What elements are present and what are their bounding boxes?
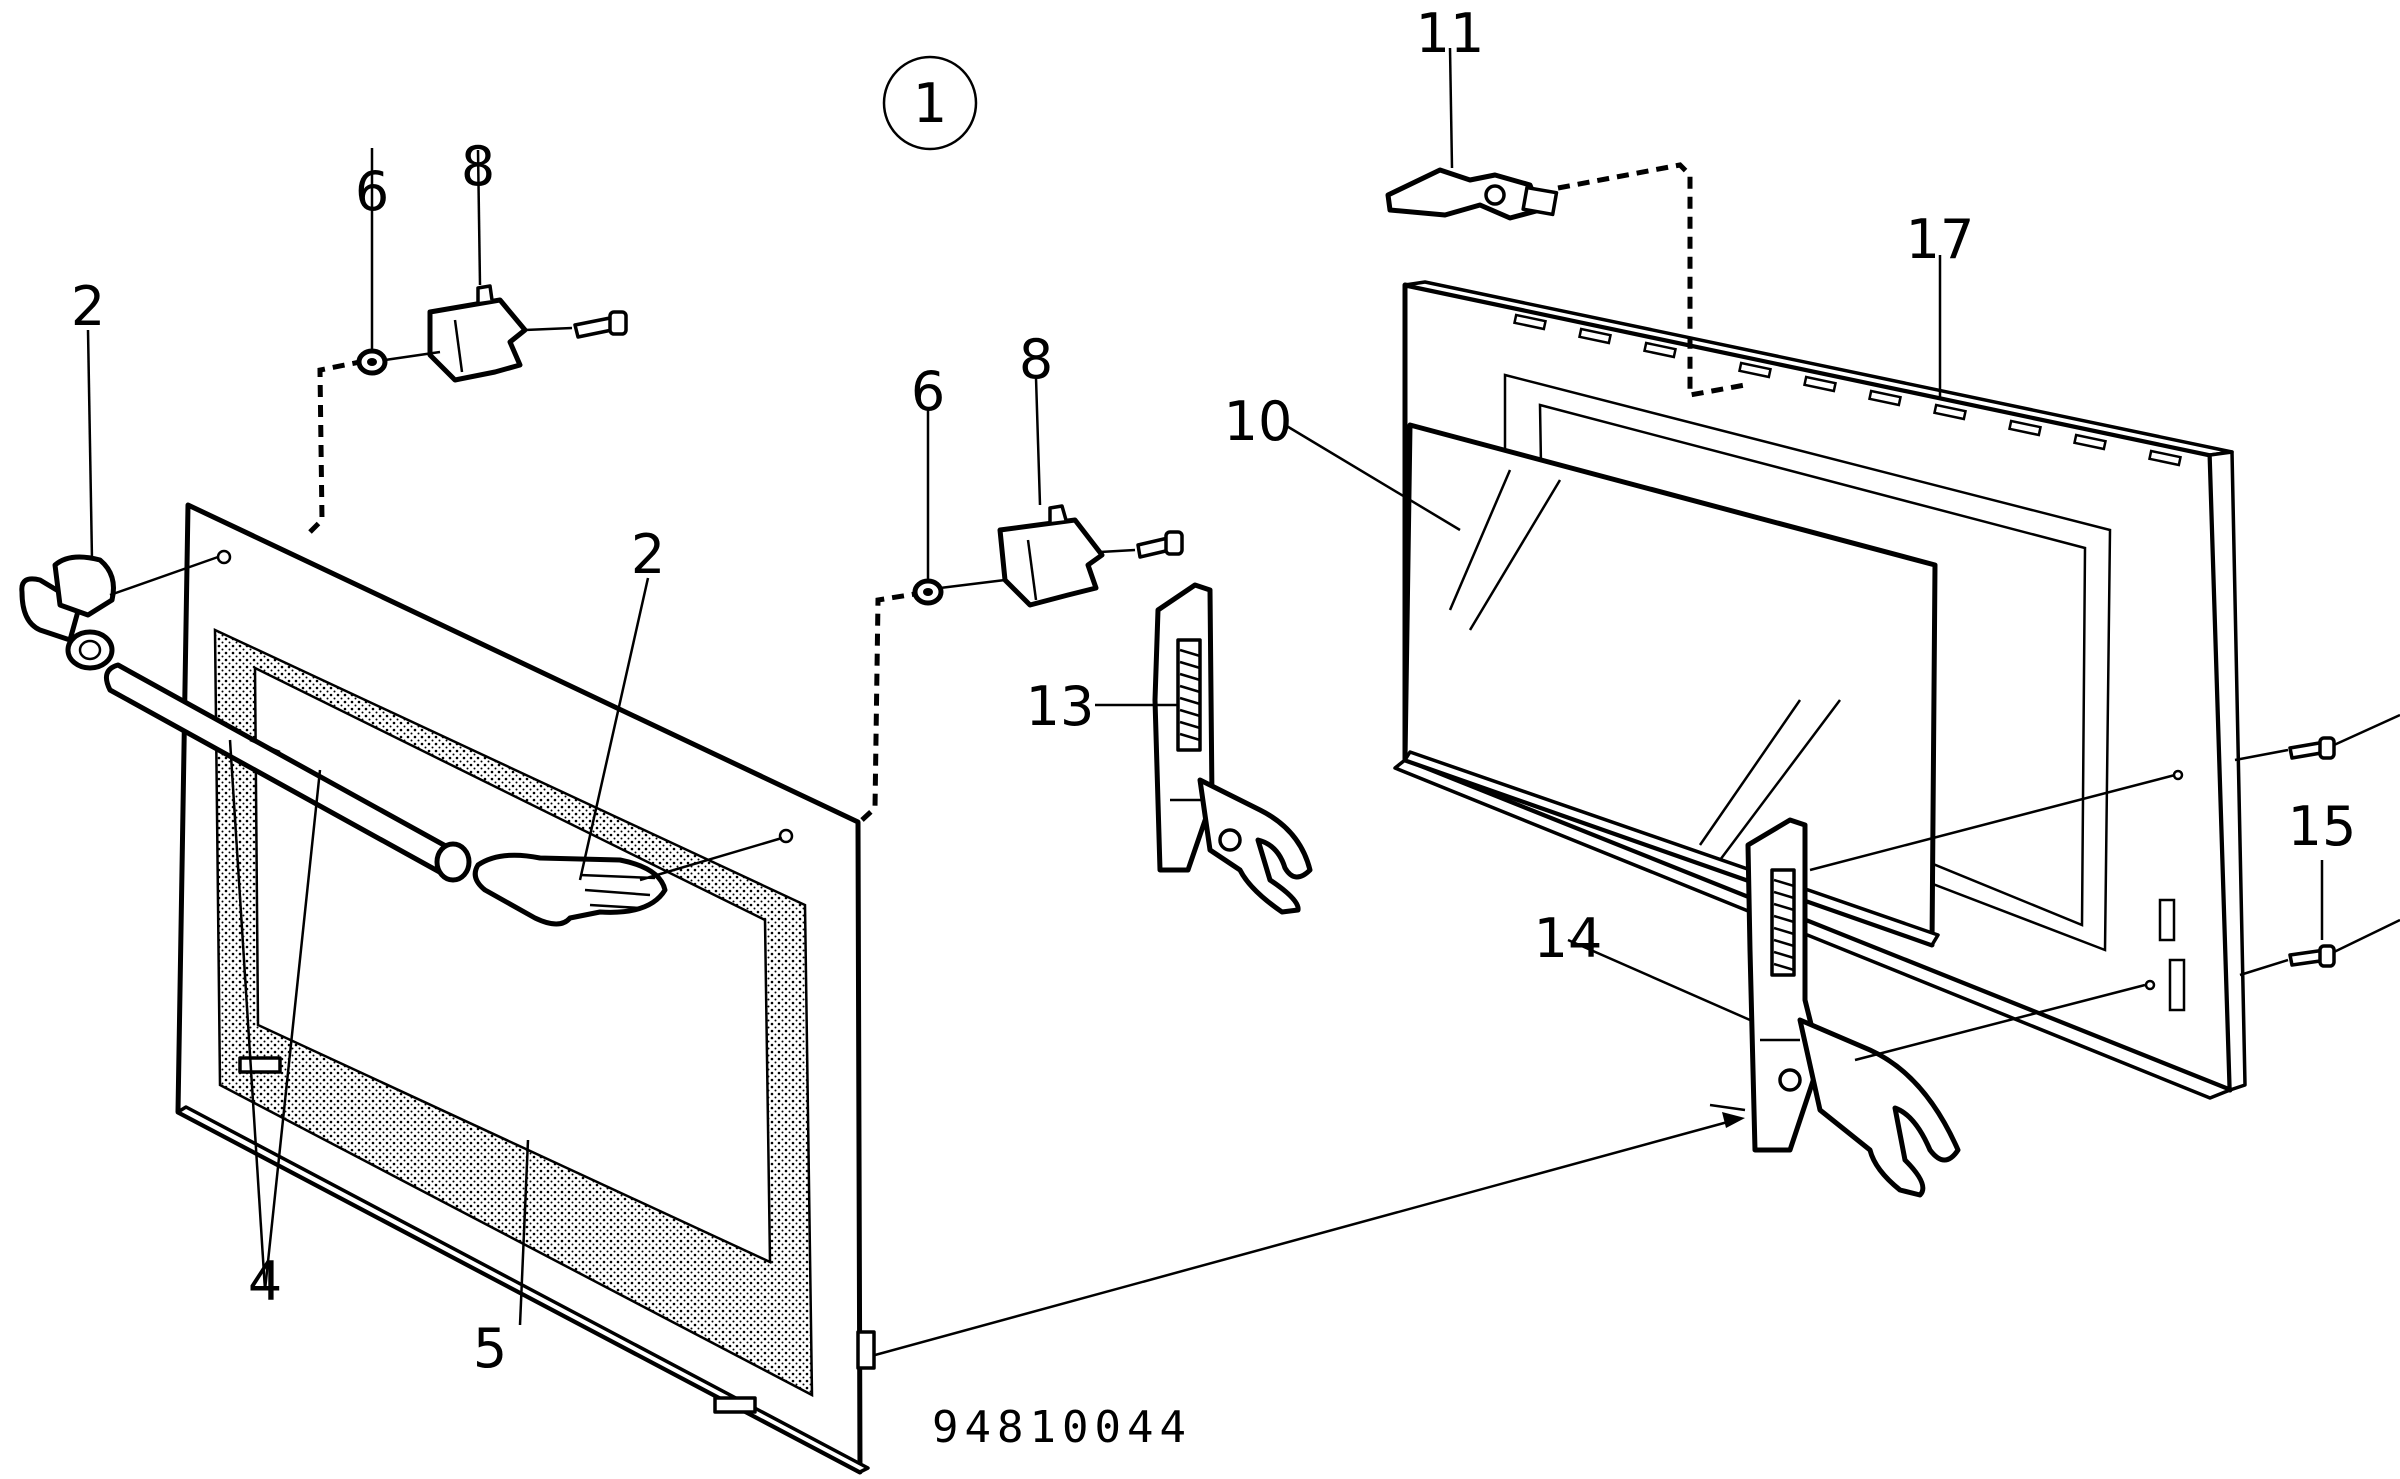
screw-upper — [2288, 713, 2400, 760]
spacer-right — [912, 578, 944, 606]
outer-door-panel — [175, 502, 876, 1475]
view-marker: 1 — [882, 55, 978, 151]
hinge-right — [1745, 817, 1961, 1198]
screw-right-bracket — [1136, 530, 1184, 559]
bracket-left — [427, 284, 528, 383]
label-handle-end-right: 2 — [631, 523, 665, 586]
drawing-number: 94810044 — [932, 1402, 1192, 1453]
label-bracket-right: 8 — [1019, 328, 1053, 391]
label-handle-bar: 4 — [248, 1250, 282, 1313]
label-spacer-right: 6 — [911, 360, 945, 423]
label-inner-frame: 17 — [1906, 208, 1975, 271]
label-bracket-left: 8 — [461, 135, 495, 198]
part-labels: 2 2 4 5 6 8 6 8 10 11 13 14 15 17 — [71, 2, 2357, 1380]
label-clip: 11 — [1416, 2, 1485, 65]
clip — [1385, 167, 1559, 221]
screw-left-bracket — [573, 310, 628, 339]
bracket-right — [997, 504, 1105, 608]
handle-end-cap-left — [19, 554, 116, 671]
label-screw: 15 — [2288, 795, 2357, 858]
label-handle-end-left: 2 — [71, 275, 105, 338]
spacer-left — [356, 348, 388, 376]
handle-end-cap-right — [472, 852, 668, 927]
label-hinge-left: 13 — [1026, 675, 1095, 738]
label-glass-pane: 10 — [1224, 390, 1293, 453]
label-spacer-left: 6 — [355, 160, 389, 223]
handle-bar — [103, 662, 472, 883]
label-outer-panel: 5 — [473, 1317, 507, 1380]
screw-lower — [2288, 918, 2400, 968]
label-hinge-right: 14 — [1534, 907, 1603, 970]
svg-text:1: 1 — [913, 72, 947, 135]
hinge-left — [1152, 582, 1313, 915]
